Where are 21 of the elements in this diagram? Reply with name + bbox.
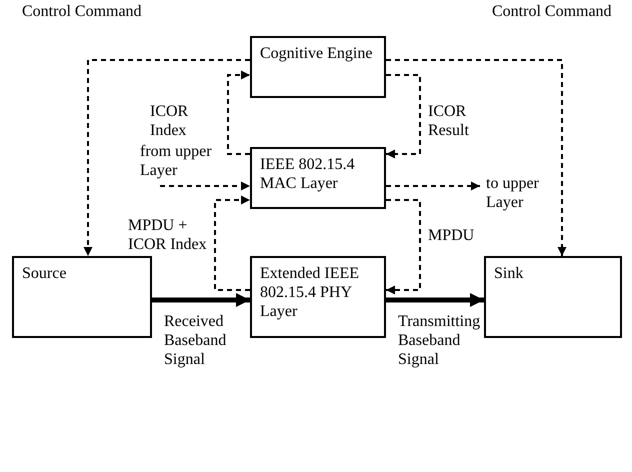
box-label: Source <box>22 264 68 283</box>
box-label: Cognitive Engine <box>260 44 374 63</box>
box-label: IEEE 802.15.4 MAC Layer <box>260 155 356 193</box>
process-box <box>250 256 386 338</box>
box-label: Sink <box>494 264 524 283</box>
process-box <box>484 256 622 338</box>
dashed-arrow <box>214 196 250 291</box>
dashed-arrow <box>160 182 250 190</box>
dashed-arrow <box>227 70 250 155</box>
process-box <box>250 147 386 209</box>
thick-arrow <box>386 293 484 307</box>
process-box <box>250 36 386 98</box>
dashed-arrow <box>386 199 421 294</box>
dashed-arrow <box>84 59 250 256</box>
thick-arrow <box>152 293 250 307</box>
process-box <box>12 256 152 338</box>
dashed-arrow <box>386 59 566 256</box>
box-label: Extended IEEE 802.15.4 PHY Layer <box>260 264 360 321</box>
edge-label: Transmitting Baseband Signal <box>398 312 482 369</box>
dashed-arrow <box>386 74 421 158</box>
dashed-arrow <box>386 182 480 190</box>
